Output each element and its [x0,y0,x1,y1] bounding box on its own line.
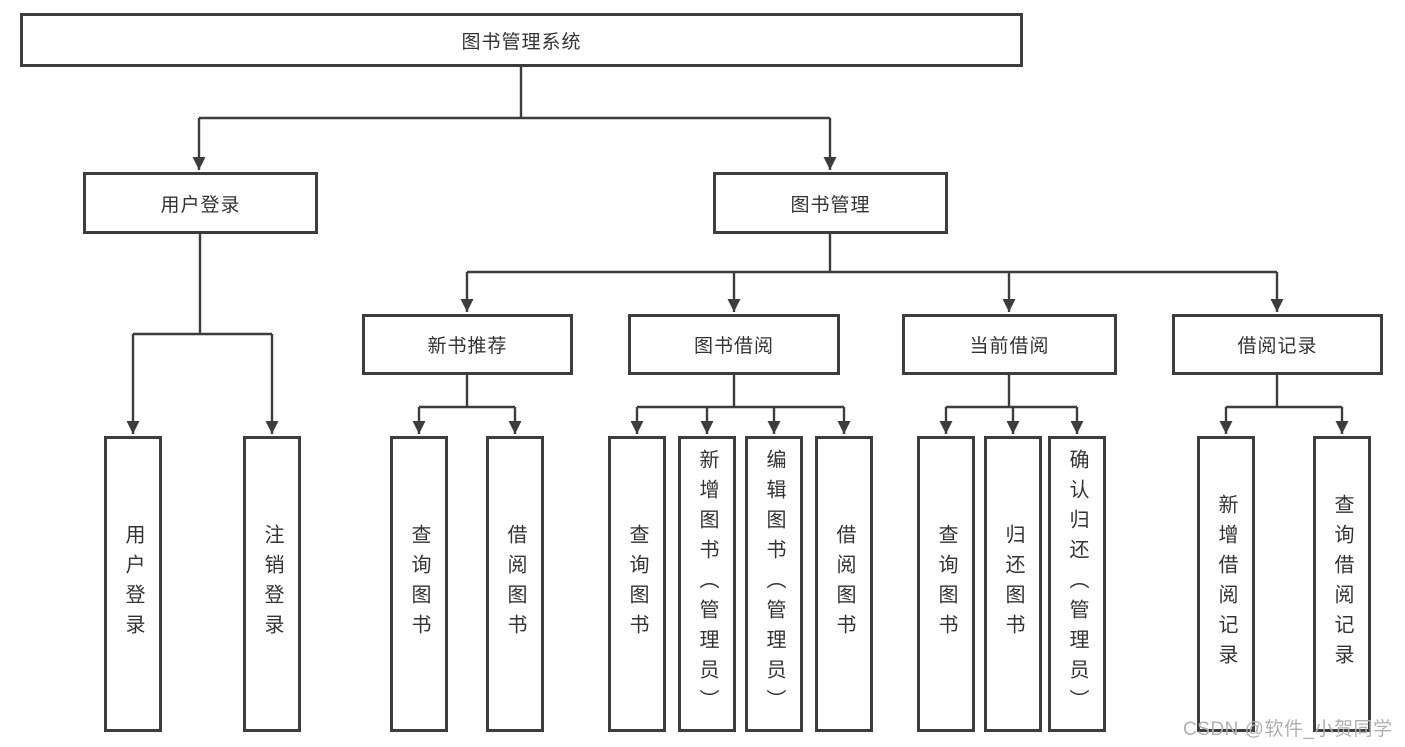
node-user-login: 用户登录 [83,172,318,234]
node-root-system: 图书管理系统 [20,13,1023,67]
node-new-book-recommend: 新书推荐 [362,314,573,375]
leaf-borrow-books-recommend-label: 借阅图书 [504,524,526,644]
node-borrowing-records: 借阅记录 [1172,314,1383,375]
leaf-add-books-admin: 新增图书（管理员） [678,436,736,732]
node-book-management: 图书管理 [713,172,948,234]
node-book-borrowing-label: 图书借阅 [693,336,774,357]
leaf-borrow-books-label: 借阅图书 [833,524,855,644]
leaf-logout: 注销登录 [243,436,301,732]
node-new-book-recommend-label: 新书推荐 [427,336,508,357]
leaf-add-borrow-record: 新增借阅记录 [1197,436,1255,732]
leaf-query-books-recommend: 查询图书 [390,436,448,732]
node-current-borrowing: 当前借阅 [902,314,1117,375]
leaf-query-books-current-label: 查询图书 [935,524,957,644]
leaf-confirm-return-admin: 确认归还（管理员） [1048,436,1106,732]
node-borrowing-records-label: 借阅记录 [1237,336,1318,357]
leaf-query-borrow-record: 查询借阅记录 [1313,436,1371,732]
node-user-login-label: 用户登录 [160,194,241,216]
leaf-edit-books-admin: 编辑图书（管理员） [745,436,803,732]
leaf-query-books-borrowing: 查询图书 [608,436,666,732]
csdn-watermark: CSDN @软件_小贺同学 [1183,719,1393,740]
leaf-query-books-recommend-label: 查询图书 [408,524,430,644]
node-book-borrowing: 图书借阅 [628,314,840,375]
leaf-user-login: 用户登录 [104,436,162,732]
leaf-confirm-return-admin-label: 确认归还（管理员） [1066,449,1088,719]
leaf-return-books: 归还图书 [984,436,1042,732]
leaf-logout-label: 注销登录 [261,524,283,644]
leaf-query-borrow-record-label: 查询借阅记录 [1331,494,1353,674]
leaf-edit-books-admin-label: 编辑图书（管理员） [763,449,785,719]
node-book-management-label: 图书管理 [790,194,871,216]
leaf-add-borrow-record-label: 新增借阅记录 [1215,494,1237,674]
leaf-borrow-books-recommend: 借阅图书 [486,436,544,732]
leaf-borrow-books: 借阅图书 [815,436,873,732]
leaf-return-books-label: 归还图书 [1002,524,1024,644]
leaf-query-books-borrowing-label: 查询图书 [626,524,648,644]
node-root-label: 图书管理系统 [461,31,582,53]
leaf-query-books-current: 查询图书 [917,436,975,732]
leaf-user-login-label: 用户登录 [122,524,144,644]
leaf-add-books-admin-label: 新增图书（管理员） [696,449,718,719]
node-current-borrowing-label: 当前借阅 [969,336,1050,357]
